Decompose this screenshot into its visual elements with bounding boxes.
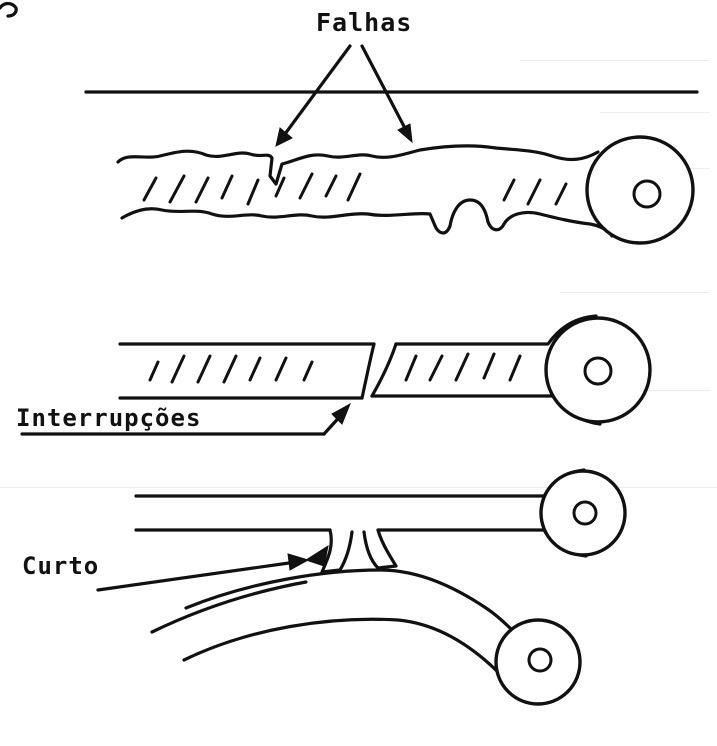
- figure-curto: [96, 468, 627, 706]
- label-curto: Curto: [22, 552, 100, 580]
- trace-hatching: [142, 172, 568, 206]
- pad-hole: [632, 179, 662, 209]
- pad-hole: [572, 500, 598, 526]
- figure-interrupcoes: [20, 314, 652, 436]
- right-segment-start: [370, 342, 398, 398]
- falhas-arrow-right: [360, 44, 410, 136]
- falhas-arrowhead-right: [397, 123, 413, 144]
- upper-trace-bottom: [134, 528, 588, 558]
- lower-trace-edge: [150, 580, 308, 634]
- trace-hatching: [148, 352, 522, 384]
- trace-top-edge: [116, 144, 600, 186]
- solder-blob: [304, 544, 329, 567]
- lower-trace-bottom: [182, 617, 522, 696]
- lower-trace-top: [184, 568, 514, 632]
- left-segment-end: [360, 342, 376, 400]
- trace-bottom-edge: [120, 198, 614, 238]
- interrupcoes-arrowhead: [331, 402, 351, 425]
- pad-hole: [583, 356, 613, 386]
- right-segment-top: [394, 314, 598, 346]
- curto-leader: [96, 560, 298, 592]
- upper-trace-top: [134, 468, 586, 498]
- curto-arrowhead: [287, 553, 310, 571]
- figure-falhas: [84, 44, 699, 245]
- bleed-through-line: [560, 292, 710, 293]
- solder-bridge: [320, 528, 398, 574]
- bleed-through-line: [600, 112, 710, 113]
- pad-hole: [527, 647, 553, 673]
- falhas-arrowhead-left: [275, 127, 293, 147]
- label-falhas: Falhas: [316, 8, 413, 37]
- falhas-arrow-left: [280, 44, 352, 140]
- bleed-through-line: [520, 60, 710, 61]
- label-interrupcoes: Interrupções: [16, 404, 202, 432]
- corner-fragment: [0, 1, 18, 18]
- bleed-through-line: [0, 487, 717, 488]
